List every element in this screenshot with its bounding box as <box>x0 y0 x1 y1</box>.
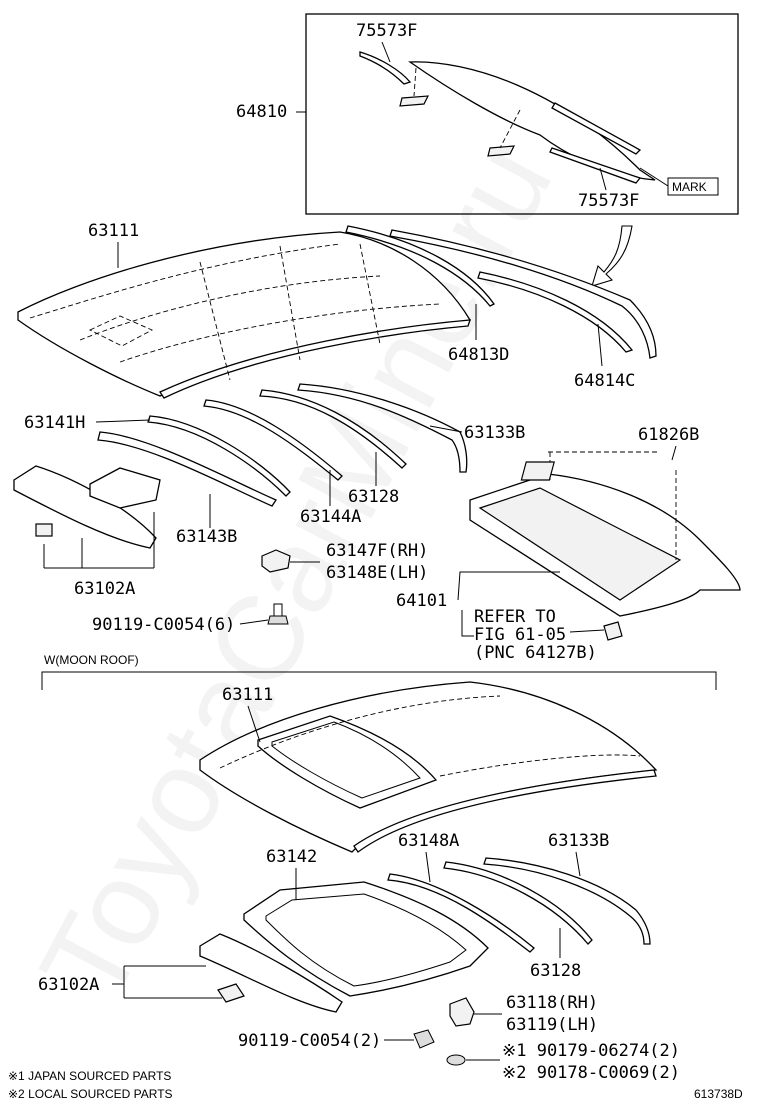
front-header-top <box>13 465 161 549</box>
label-63141H: 63141H <box>24 413 85 433</box>
label-63142: 63142 <box>266 847 317 867</box>
roof-cross-members <box>97 383 468 507</box>
label-64813D: 64813D <box>448 345 509 365</box>
label-clip1: ※1 90179-06274(2) <box>502 1041 680 1061</box>
bolt-bottom-icon <box>413 1029 435 1049</box>
label-63128-top: 63128 <box>348 487 399 507</box>
label-63119: 63119(LH) <box>506 1015 598 1035</box>
label-clip2: ※2 90178-C0069(2) <box>502 1063 680 1083</box>
bolt-icon <box>267 603 289 625</box>
label-refer-fig: FIG 61-05 <box>474 625 566 645</box>
bracket-63147F <box>261 549 291 573</box>
label-64814C: 64814C <box>574 371 635 391</box>
roof-panel-top <box>17 231 472 399</box>
figure-id: 613738D <box>694 1087 743 1101</box>
footnote-2: ※2 LOCAL SOURCED PARTS <box>8 1087 173 1101</box>
label-63144A: 63144A <box>300 507 361 527</box>
front-header-bottom <box>199 933 343 1013</box>
label-63118: 63118(RH) <box>506 993 598 1013</box>
label-63111-bottom: 63111 <box>222 685 273 705</box>
label-63133B-bottom: 63133B <box>548 831 609 851</box>
label-bolt-top: 90119-C0054(6) <box>92 615 235 635</box>
footnote-1: ※1 JAPAN SOURCED PARTS <box>8 1069 171 1083</box>
label-63102A-top: 63102A <box>74 579 135 599</box>
label-63143B: 63143B <box>176 527 237 547</box>
moon-roof-heading: W(MOON ROOF) <box>44 653 139 667</box>
mark-box <box>667 177 719 196</box>
glass-inset-box <box>305 13 739 215</box>
label-63128-bottom: 63128 <box>530 961 581 981</box>
label-75573F-top: 75573F <box>356 21 417 41</box>
label-63147F: 63147F(RH) <box>326 541 428 561</box>
label-refer-to: REFER TO <box>474 607 556 627</box>
label-63102A-bottom: 63102A <box>38 975 99 995</box>
mark-label: MARK <box>672 180 707 194</box>
label-61826B: 61826B <box>638 425 699 445</box>
label-64810: 64810 <box>236 102 287 122</box>
label-refer-pnc: (PNC 64127B) <box>474 643 597 663</box>
clip-bottom-icon <box>446 1054 466 1066</box>
moonroof-cross-members <box>387 857 651 953</box>
pad-61826B <box>520 461 555 481</box>
label-75573F-bottom: 75573F <box>578 191 639 211</box>
roof-panel-moonroof <box>199 681 658 853</box>
label-64101: 64101 <box>396 591 447 611</box>
moonroof-housing <box>243 881 489 997</box>
label-bolt-bottom: 90119-C0054(2) <box>238 1031 381 1051</box>
label-63133B-top: 63133B <box>464 423 525 443</box>
back-window-glass <box>359 51 656 184</box>
bracket-63118 <box>449 997 475 1027</box>
back-panel <box>469 451 741 617</box>
roof-side-rails <box>345 225 657 359</box>
label-63148A: 63148A <box>398 831 459 851</box>
arrow-from-inset <box>591 225 633 287</box>
label-63111-top: 63111 <box>88 221 139 241</box>
clip-icon <box>603 621 623 641</box>
label-63148E: 63148E(LH) <box>326 563 428 583</box>
moon-roof-bracket <box>41 671 717 690</box>
